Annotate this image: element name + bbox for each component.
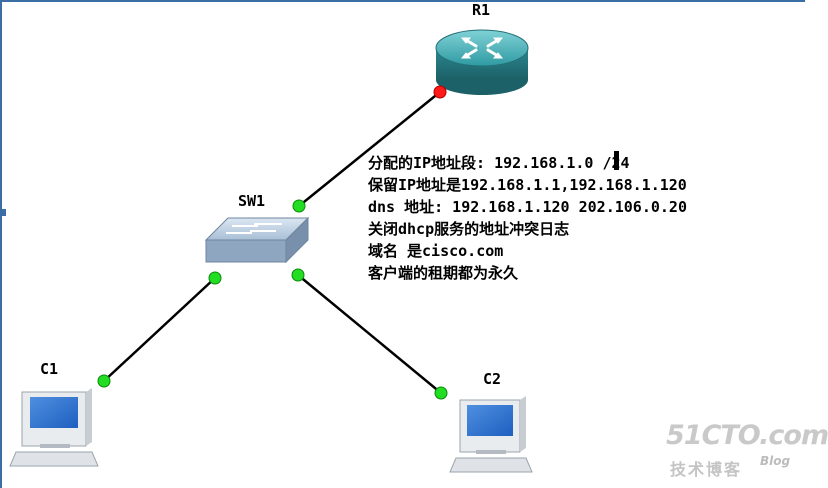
link-sw1-c1 [103, 277, 216, 382]
port-sw1-uplink-indicator [292, 199, 306, 213]
switch-icon[interactable] [204, 216, 310, 264]
router-label: R1 [472, 1, 491, 19]
window-frame-left [0, 0, 2, 488]
window-frame-top [0, 0, 805, 2]
link-sw1-c2 [297, 274, 442, 394]
port-c2-indicator [434, 386, 448, 400]
switch-label: SW1 [238, 192, 266, 210]
network-topology [9, 29, 619, 473]
note-lease-time: 客户端的租期都为永久 [368, 264, 519, 282]
client-c2-computer-icon[interactable] [449, 396, 533, 473]
note-conflict-logging: 关闭dhcp服务的地址冲突日志 [368, 220, 570, 238]
client1-label: C1 [40, 360, 59, 378]
watermark-subtitle: 技术博客 [670, 460, 743, 479]
note-domain-name: 域名 是cisco.com [368, 242, 504, 260]
port-c1-indicator [97, 374, 111, 388]
watermark-blog: Blog [760, 454, 791, 468]
dhcp-config-notes: 分配的IP地址段: 192.168.1.0 /24 保留IP地址是192.168… [368, 152, 778, 284]
note-reserved-ips: 保留IP地址是192.168.1.1,192.168.1.120 [368, 176, 687, 194]
note-ip-range: 分配的IP地址段: 192.168.1.0 /24 [368, 154, 630, 172]
text-cursor-marker [614, 151, 619, 170]
window-frame-marker [0, 209, 6, 216]
port-sw1-c2-indicator [291, 268, 305, 282]
link-r1-sw1 [298, 91, 441, 207]
client2-label: C2 [483, 370, 502, 388]
port-sw1-c1-indicator [208, 271, 222, 285]
client-c1-computer-icon[interactable] [9, 388, 99, 467]
port-r1-down-indicator [433, 85, 447, 99]
note-dns-servers: dns 地址: 192.168.1.120 202.106.0.20 [368, 198, 687, 216]
watermark-logo: 51CTO.com [666, 420, 828, 451]
router-icon[interactable] [435, 29, 529, 95]
